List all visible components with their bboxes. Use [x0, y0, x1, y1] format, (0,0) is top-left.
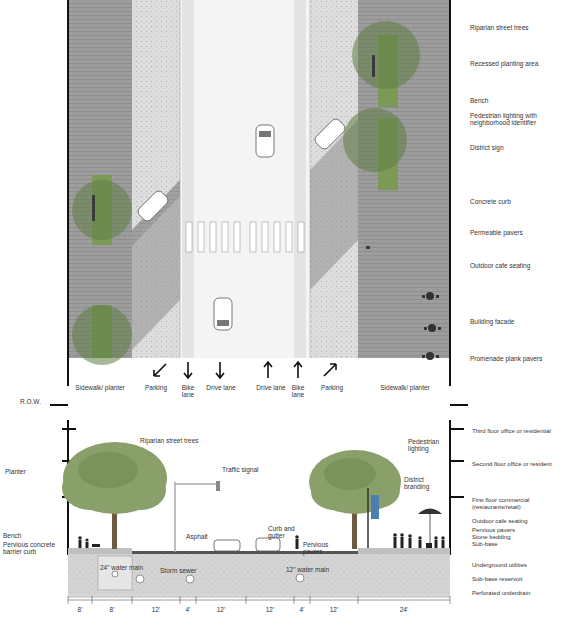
text-label: Traffic signal	[222, 466, 272, 473]
dimension-label: 8'	[70, 606, 90, 613]
dimension-label: 12'	[260, 606, 280, 613]
text-label: Pervious pavers	[303, 541, 343, 555]
text-label: Underground utilities	[472, 562, 564, 569]
text-label: Recessed planting area	[470, 60, 562, 67]
text-label: Pervious concrete barrier curb	[3, 541, 65, 555]
text-label: 24" water main	[100, 564, 160, 571]
text-label: 12" water main	[286, 566, 336, 573]
text-label: Permeable pavers	[470, 229, 562, 236]
text-label: Storm sewer	[160, 567, 200, 574]
text-label: Riparian street trees	[470, 24, 562, 31]
text-label: Second floor office or resident	[472, 461, 564, 468]
text-label: Asphalt	[186, 533, 216, 540]
text-label: Outdoor cafe seating	[470, 262, 562, 269]
text-label: Bike lane	[178, 384, 198, 398]
text-label: District branding	[404, 476, 448, 490]
dimension-label: 24'	[394, 606, 414, 613]
text-label: Stone bedding	[472, 534, 564, 541]
text-label: Bench	[3, 532, 43, 539]
text-label: Parking	[134, 384, 178, 391]
text-label: Riparian street trees	[140, 437, 210, 444]
text-label: Outdoor cafe seating	[472, 518, 564, 525]
text-label: Pervious pavers	[472, 527, 564, 534]
text-label: Sidewalk/ planter	[70, 384, 130, 391]
dimension-label: 12'	[211, 606, 231, 613]
text-label: Concrete curb	[470, 198, 562, 205]
text-label: District sign	[470, 144, 562, 151]
dimension-label: 4'	[292, 606, 312, 613]
text-label: Pedestrian lighting	[408, 438, 448, 452]
text-label: Promenade plank pavers	[470, 355, 562, 362]
text-label: Sidewalk/ planter	[362, 384, 448, 391]
text-label: Perforated underdrain	[472, 590, 564, 597]
text-label: First floor commercial (restaurants/reta…	[472, 497, 564, 511]
text-label: Bench	[470, 97, 562, 104]
dimension-label: 12'	[146, 606, 166, 613]
text-label: Building facade	[470, 318, 562, 325]
text-label: Drive lane	[250, 384, 292, 391]
text-label: Drive lane	[200, 384, 242, 391]
text-label: Curb and gutter	[268, 525, 308, 539]
text-label: Bike lane	[288, 384, 308, 398]
text-label: Pedestrian lighting with neighborhood id…	[470, 112, 562, 126]
text-label: Sub-base reservoir	[472, 576, 564, 583]
dimension-label: 4'	[178, 606, 198, 613]
dimension-label: 12'	[324, 606, 344, 613]
text-label: Parking	[310, 384, 354, 391]
text-label: R.O.W.	[20, 398, 50, 405]
text-label: Third floor office or residential	[472, 428, 564, 435]
dimension-label: 8'	[102, 606, 122, 613]
text-label: Planter	[5, 468, 45, 475]
text-label: Sub-base	[472, 541, 564, 548]
